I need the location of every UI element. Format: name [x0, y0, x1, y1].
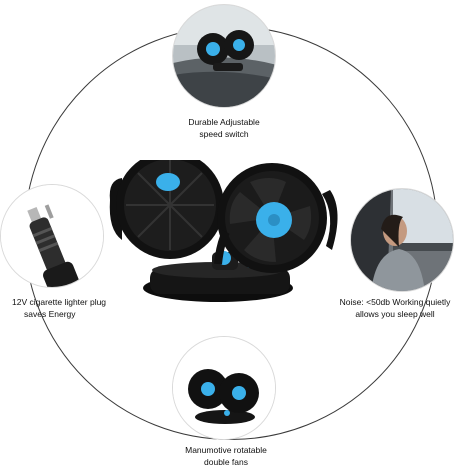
- cigarette-plug-photo: [0, 184, 104, 288]
- caption-line: Manumotive rotatable: [185, 445, 267, 455]
- caption-line: double fans: [204, 457, 248, 467]
- caption-line: Noise: <50db Working quietly: [339, 297, 451, 307]
- caption-line: speed switch: [199, 129, 249, 139]
- dual-fan-product-image: [100, 160, 350, 310]
- car-dashboard-photo: [172, 4, 276, 108]
- caption-line: 12V cigarette lighter plug: [12, 297, 107, 307]
- caption-line: allows you sleep well: [355, 309, 435, 319]
- feature-caption-plug: 12V cigarette lighter plug saves Energy: [12, 296, 142, 320]
- feature-caption-quiet: Noise: <50db Working quietly allows you …: [330, 296, 460, 320]
- caption-line: saves Energy: [24, 309, 76, 319]
- double-fan-photo: [172, 336, 276, 440]
- feature-caption-speed-switch: Durable Adjustable speed switch: [161, 116, 287, 140]
- feature-caption-rotatable: Manumotive rotatable double fans: [163, 444, 289, 468]
- caption-line: Durable Adjustable: [188, 117, 260, 127]
- sleeping-passenger-photo: [350, 188, 454, 292]
